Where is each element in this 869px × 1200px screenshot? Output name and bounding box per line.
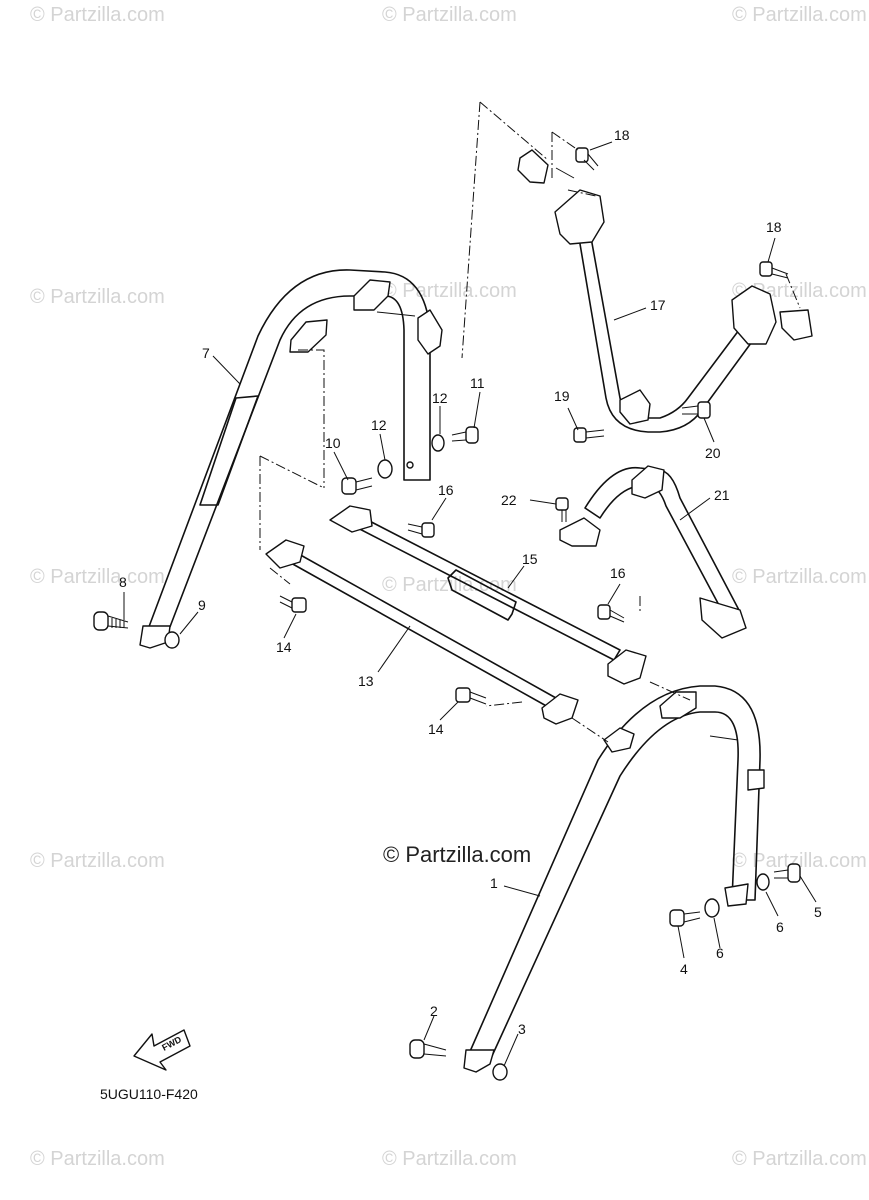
callout-12: 12 bbox=[432, 390, 448, 406]
part-17-upper-brace bbox=[517, 149, 813, 433]
watermark: © Partzilla.com bbox=[732, 850, 867, 872]
callout-6: 6 bbox=[716, 945, 724, 961]
callout-4: 4 bbox=[680, 961, 688, 977]
callout-8: 8 bbox=[119, 574, 127, 590]
main-watermark: © Partzilla.com bbox=[383, 842, 532, 867]
watermark: © Partzilla.com bbox=[30, 4, 165, 26]
callout-12: 12 bbox=[371, 417, 387, 433]
part-15-upper-crossbar bbox=[329, 505, 647, 685]
part-1-front-frame bbox=[463, 685, 765, 1073]
assembly-lines bbox=[259, 101, 801, 743]
callout-14: 14 bbox=[276, 639, 292, 655]
callout-7: 7 bbox=[202, 345, 210, 361]
callout-22: 22 bbox=[501, 492, 517, 508]
diagram-code: 5UGU110-F420 bbox=[100, 1086, 198, 1102]
watermark: © Partzilla.com bbox=[732, 566, 867, 588]
callout-2: 2 bbox=[430, 1003, 438, 1019]
callout-13: 13 bbox=[358, 673, 374, 689]
callout-18: 18 bbox=[614, 127, 630, 143]
callout-14: 14 bbox=[428, 721, 444, 737]
callout-20: 20 bbox=[705, 445, 721, 461]
callout-15: 15 bbox=[522, 551, 538, 567]
watermark: © Partzilla.com bbox=[30, 286, 165, 308]
watermark: © Partzilla.com bbox=[382, 4, 517, 26]
watermark: © Partzilla.com bbox=[382, 1148, 517, 1170]
callout-19: 19 bbox=[554, 388, 570, 404]
part-21-lower-brace bbox=[559, 465, 747, 639]
callout-16: 16 bbox=[610, 565, 626, 581]
watermark: © Partzilla.com bbox=[30, 566, 165, 588]
callout-3: 3 bbox=[518, 1021, 526, 1037]
callout-21: 21 bbox=[714, 487, 730, 503]
callout-10: 10 bbox=[325, 435, 341, 451]
callout-5: 5 bbox=[814, 904, 822, 920]
callout-18: 18 bbox=[766, 219, 782, 235]
watermark: © Partzilla.com bbox=[732, 1148, 867, 1170]
callout-11: 11 bbox=[470, 375, 485, 391]
fasteners bbox=[93, 147, 801, 1081]
callout-6: 6 bbox=[776, 919, 784, 935]
callout-16: 16 bbox=[438, 482, 454, 498]
watermark: © Partzilla.com bbox=[30, 850, 165, 872]
callout-1: 1 bbox=[490, 875, 498, 891]
part-7-rear-frame bbox=[139, 269, 443, 649]
watermark: © Partzilla.com bbox=[732, 4, 867, 26]
watermark: © Partzilla.com bbox=[382, 280, 517, 302]
leader-lines bbox=[123, 141, 817, 1067]
callout-17: 17 bbox=[650, 297, 666, 313]
part-13-lower-crossbar bbox=[265, 539, 579, 725]
callout-9: 9 bbox=[198, 597, 206, 613]
fwd-arrow-icon: FWD bbox=[133, 1029, 191, 1071]
watermark: © Partzilla.com bbox=[30, 1148, 165, 1170]
